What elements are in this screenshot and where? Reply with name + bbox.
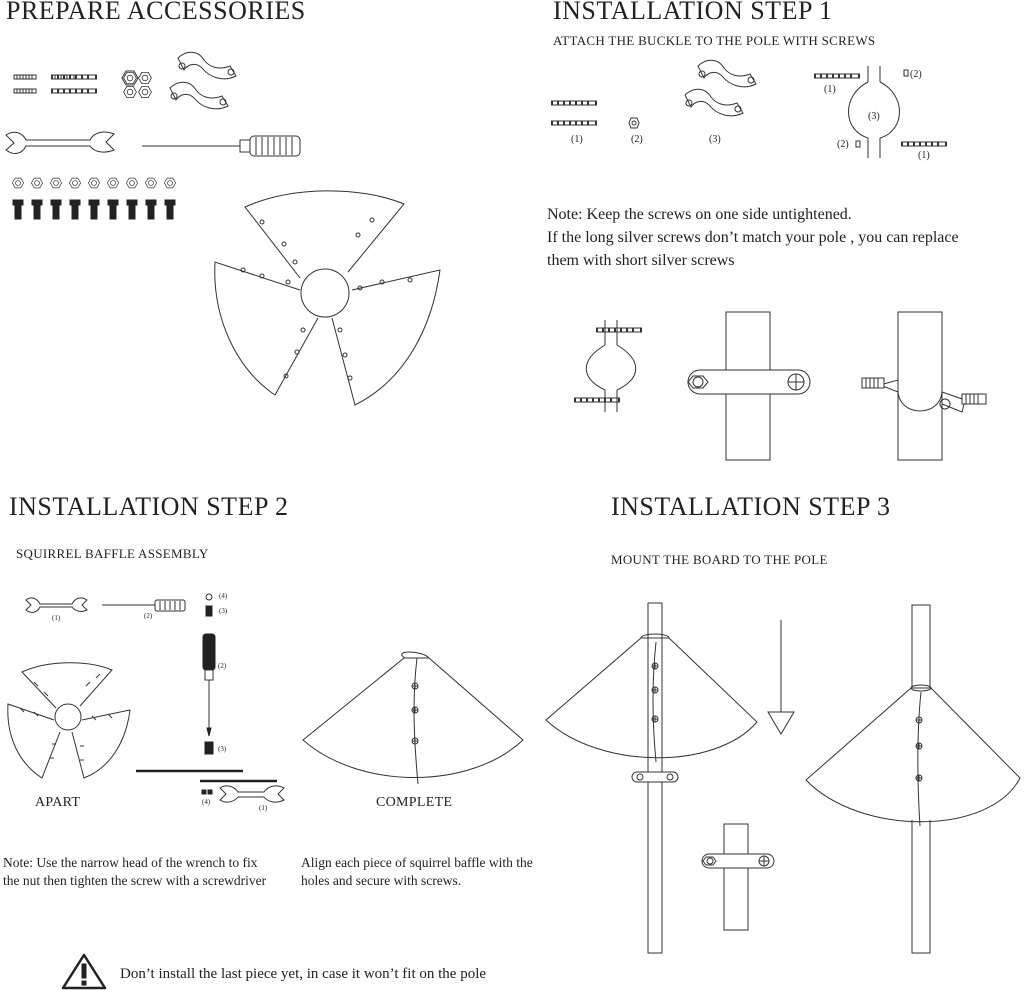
label-wrench-1: (1)	[52, 614, 61, 622]
label-buckle-3: (3)	[709, 134, 721, 145]
prepare-clamps	[169, 51, 237, 110]
step2-note-left: Note: Use the narrow head of the wrench …	[3, 855, 267, 888]
step3-pole-right	[805, 604, 1021, 954]
step1-note-line: If the long silver screws don’t match yo…	[547, 229, 959, 246]
step2-subtitle: SQUIRREL BAFFLE ASSEMBLY	[16, 546, 209, 561]
label-screwdriver-2: (2)	[218, 662, 227, 670]
step2-title: INSTALLATION STEP 2	[9, 492, 289, 521]
step1-parts	[551, 59, 757, 129]
prepare-screws	[13, 74, 97, 94]
label-wrench-1: (1)	[259, 804, 268, 812]
complete-caption: COMPLETE	[376, 795, 453, 810]
prepare-baffle-pieces	[214, 190, 441, 406]
step1-note-line: them with short silver screws	[547, 252, 735, 269]
label-nut-2: (2)	[910, 69, 922, 80]
label-nut-2: (2)	[837, 139, 849, 150]
label-screw-1: (1)	[824, 84, 836, 95]
label-screwdriver-2: (2)	[144, 612, 153, 620]
step1-note-line: Note: Keep the screws on one side untigh…	[547, 206, 852, 223]
apart-caption: APART	[35, 795, 81, 810]
label-nut-4: (4)	[202, 798, 211, 806]
label-buckle-3: (3)	[868, 111, 880, 122]
label-screw-1: (1)	[918, 150, 930, 161]
prepare-nut-row	[12, 177, 176, 189]
label-nut-2: (2)	[631, 134, 643, 145]
step2-note-right: Align each piece of squirrel baffle with…	[301, 855, 533, 888]
step3-clamp-detail	[701, 823, 775, 931]
label-screw-3: (3)	[218, 745, 227, 753]
step1-exploded-buckle	[814, 66, 947, 158]
step1-subtitle: ATTACH THE BUCKLE TO THE POLE WITH SCREW…	[553, 33, 876, 48]
prepare-title: PREPARE ACCESSORIES	[6, 0, 306, 25]
step1-assembly-views	[574, 311, 987, 461]
step3-pole-left	[545, 602, 758, 954]
step1-title: INSTALLATION STEP 1	[553, 0, 833, 25]
step2-apart-baffle	[7, 662, 131, 779]
prepare-screwdriver	[142, 135, 301, 157]
step1-note: Note: Keep the screws on one side untigh…	[547, 203, 1022, 272]
prepare-wrench	[5, 131, 115, 154]
prepare-black-screw-row	[12, 199, 176, 220]
step2-complete-baffle	[302, 651, 524, 785]
step3-subtitle: MOUNT THE BOARD TO THE POLE	[611, 552, 828, 567]
label-nut-4: (4)	[219, 592, 228, 600]
step3-title: INSTALLATION STEP 3	[611, 492, 891, 521]
step2-tools	[25, 593, 285, 803]
warning-triangle-icon	[61, 953, 107, 990]
label-screw-1: (1)	[571, 134, 583, 145]
prepare-nuts	[121, 70, 152, 98]
warning-text: Don’t install the last piece yet, in cas…	[120, 966, 487, 982]
label-screw-3: (3)	[219, 607, 228, 615]
step3-down-arrow-icon	[767, 620, 795, 735]
